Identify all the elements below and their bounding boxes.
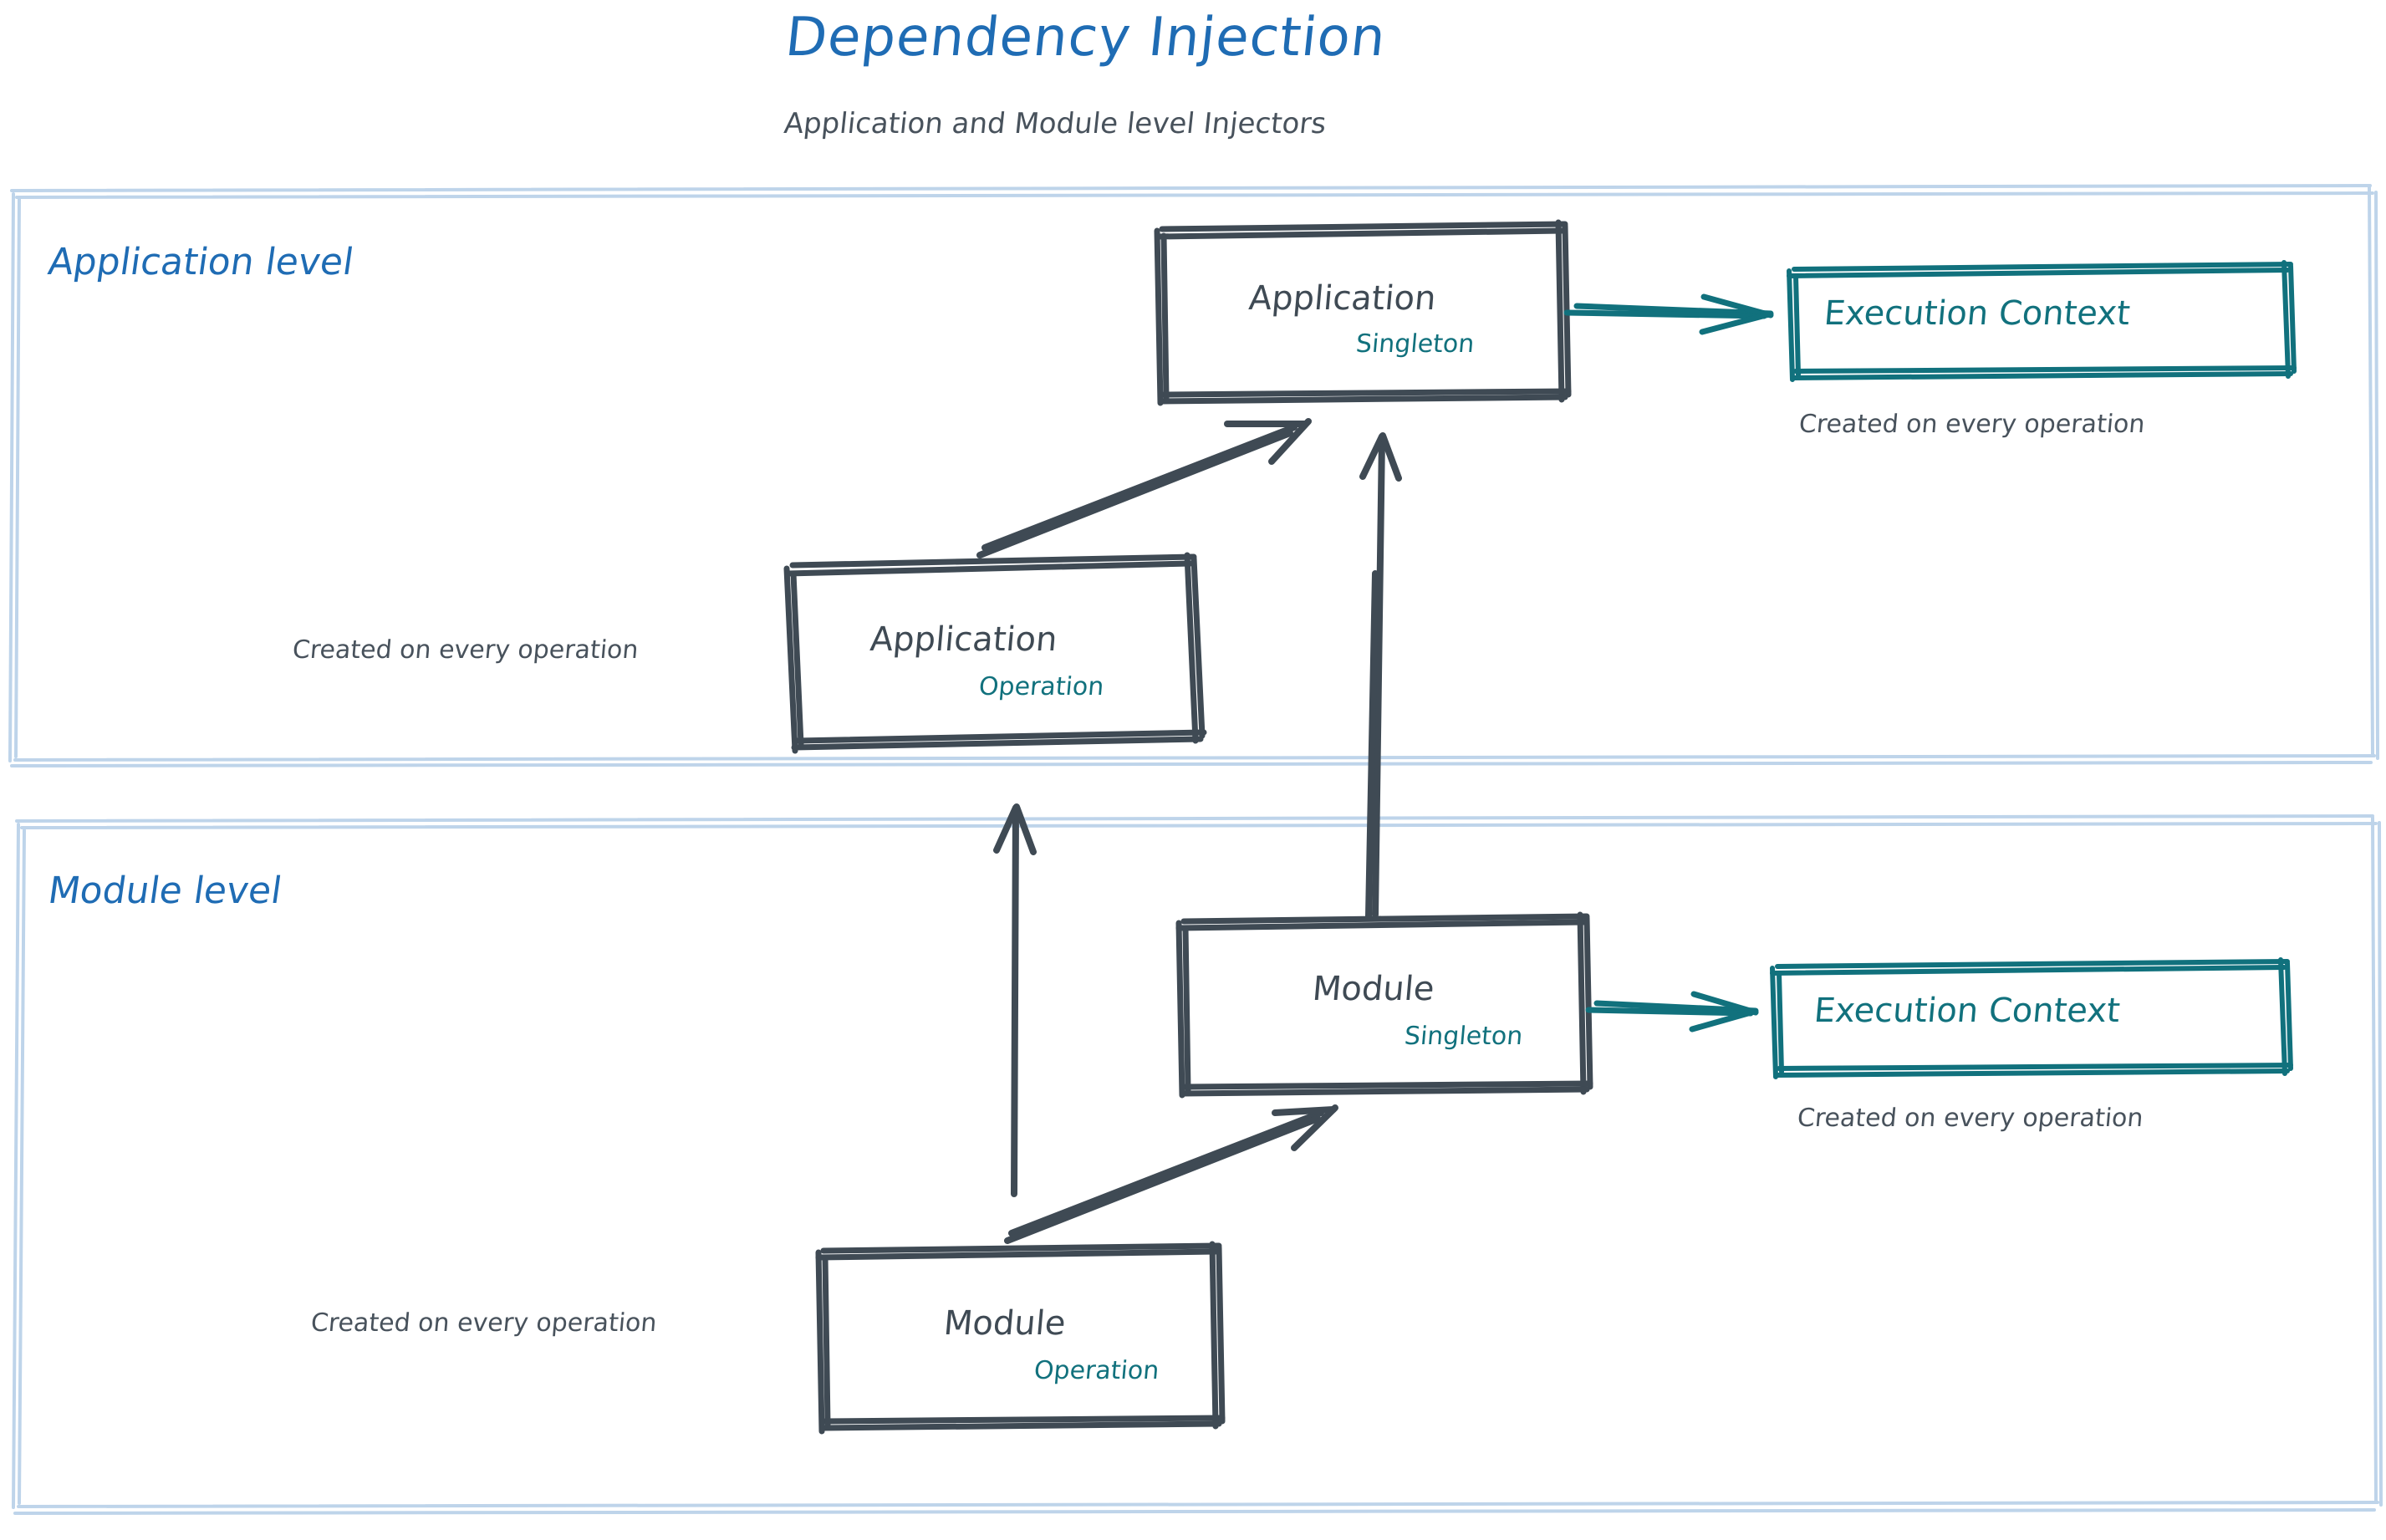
- node-module-singleton-scope: Singleton: [1403, 1022, 1524, 1051]
- page-title: Dependency Injection: [783, 7, 1389, 69]
- node-module-singleton-title: Module: [1310, 970, 1436, 1008]
- note-module-execution-context: Created on every operation: [1796, 1104, 2145, 1133]
- section-label-module-level: Module level: [45, 869, 285, 912]
- node-module-operation-title: Module: [941, 1304, 1068, 1343]
- node-application-execution-context-title: Execution Context: [1822, 294, 2132, 333]
- edge-module-singleton-to-app-singleton: [1359, 432, 1402, 920]
- node-application-singleton[interactable]: Application Singleton: [1157, 222, 1570, 403]
- page-subtitle: Application and Module level Injectors: [782, 107, 1328, 140]
- edge-module-operation-to-module-singleton: [1004, 1104, 1338, 1244]
- node-module-operation[interactable]: Module Operation: [818, 1244, 1224, 1431]
- edge-module-singleton-to-exec-context: [1585, 991, 1759, 1033]
- edge-app-singleton-to-exec-context: [1563, 293, 1774, 335]
- note-module-operation: Created on every operation: [309, 1308, 659, 1338]
- node-module-execution-context[interactable]: Execution Context: [1772, 960, 2291, 1077]
- node-application-execution-context[interactable]: Execution Context: [1789, 263, 2294, 380]
- node-application-operation-title: Application: [868, 620, 1059, 659]
- node-application-singleton-title: Application: [1247, 279, 1438, 318]
- node-module-singleton[interactable]: Module Singleton: [1179, 915, 1592, 1095]
- note-application-operation: Created on every operation: [291, 635, 640, 665]
- node-application-operation-scope: Operation: [977, 672, 1105, 701]
- note-application-execution-context: Created on every operation: [1797, 410, 2147, 439]
- node-module-execution-context-title: Execution Context: [1812, 992, 2122, 1030]
- node-module-operation-scope: Operation: [1032, 1356, 1160, 1385]
- node-application-operation[interactable]: Application Operation: [787, 555, 1204, 751]
- section-label-application-level: Application level: [45, 241, 357, 283]
- node-application-singleton-scope: Singleton: [1354, 329, 1476, 359]
- edge-app-operation-to-app-singleton: [976, 418, 1312, 558]
- edge-module-operation-to-app-operation: [993, 803, 1037, 1197]
